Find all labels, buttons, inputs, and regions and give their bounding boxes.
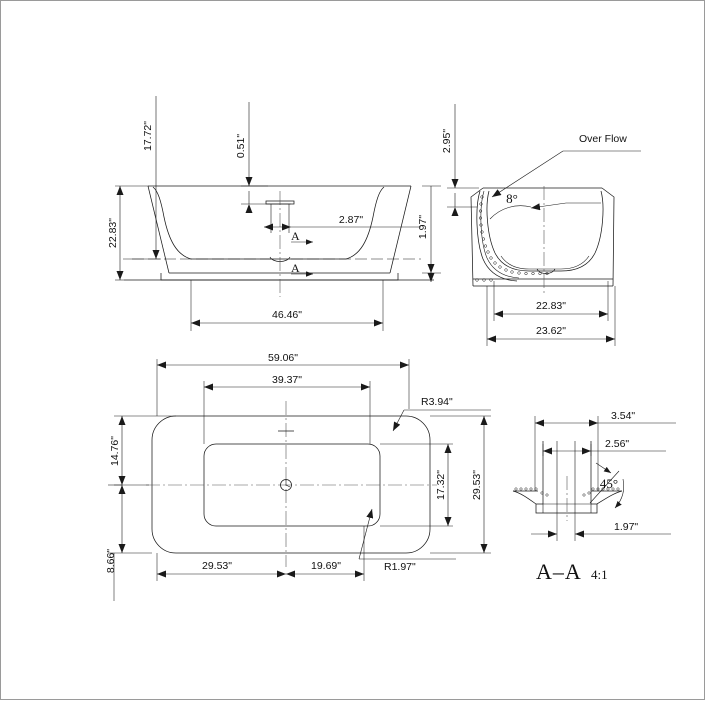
plan-drain-cross bbox=[285, 480, 291, 488]
side-section-view: 8° Over Flow 2.95" 1 bbox=[417, 104, 641, 346]
dim-label-2-87: 2.87" bbox=[339, 214, 363, 226]
dim-plan-width-29-53: 29.53" bbox=[430, 415, 491, 554]
plan-view: 59.06" 39.37" R3.94" R1.97" bbox=[105, 352, 491, 601]
dim-label-3-54: 3.54" bbox=[611, 410, 635, 422]
dim-side-angle-8deg: 8° bbox=[489, 191, 601, 220]
dim-front-deck-0-51: 0.51" bbox=[235, 102, 291, 213]
dim-plan-length-59-06: 59.06" bbox=[156, 352, 410, 416]
dim-label-14-76: 14.76" bbox=[109, 436, 121, 466]
radius-callout-r1-97: R1.97" bbox=[358, 508, 456, 573]
dim-section-1-97: 1.97" bbox=[531, 513, 671, 541]
dim-side-inner-22-83: 22.83" bbox=[493, 281, 609, 321]
dim-front-offset-2-87: 2.87" bbox=[264, 214, 421, 231]
dim-side-rim-2-95: 2.95" bbox=[441, 104, 479, 216]
dim-label-29-53-vertical: 29.53" bbox=[471, 470, 483, 500]
dim-plan-inner-width-17-32: 17.32" bbox=[380, 443, 453, 527]
dim-label-19-69: 19.69" bbox=[311, 560, 341, 572]
dim-side-drop-1-97: 1.97" bbox=[417, 185, 441, 282]
section-letter-a-bottom: A bbox=[291, 261, 300, 275]
dim-label-22-83-width: 22.83" bbox=[536, 300, 566, 312]
dim-plan-top-14-76: 14.76" bbox=[109, 415, 176, 486]
side-overflow-wall bbox=[475, 190, 549, 282]
radius-callout-r3-94: R3.94" bbox=[392, 396, 491, 432]
dim-label-17-72: 17.72" bbox=[142, 121, 154, 151]
front-tub-outline bbox=[124, 185, 434, 281]
radius-label-r1-97: R1.97" bbox=[384, 561, 416, 573]
dim-section-3-54: 3.54" bbox=[534, 410, 676, 491]
dim-label-59-06: 59.06" bbox=[268, 352, 298, 364]
dim-label-39-37: 39.37" bbox=[272, 374, 302, 386]
dim-label-2-95: 2.95" bbox=[441, 129, 453, 153]
section-letter-a-top: A bbox=[291, 229, 300, 243]
section-mark-a-lower: A bbox=[291, 261, 313, 277]
dim-label-8-66: 8.66" bbox=[105, 549, 117, 573]
overflow-label: Over Flow bbox=[579, 133, 627, 145]
section-mark-a-upper: A bbox=[291, 229, 313, 245]
dim-label-17-32: 17.32" bbox=[435, 470, 447, 500]
dim-section-2-56: 2.56" bbox=[542, 438, 666, 456]
plan-outer-outline bbox=[151, 415, 431, 554]
dim-label-46-46: 46.46" bbox=[272, 309, 302, 321]
plan-inner-outline bbox=[203, 443, 381, 527]
section-aa-detail: 3.54" 2.56" 45° bbox=[512, 410, 676, 584]
dim-label-1-97-side: 1.97" bbox=[417, 215, 429, 239]
dim-label-22-83-height: 22.83" bbox=[107, 218, 119, 248]
dim-front-base-46-46: 46.46" bbox=[190, 280, 384, 331]
front-elevation-view: 22.83" 17.72" 0.51" 2.87" bbox=[107, 96, 434, 331]
dim-label-2-56: 2.56" bbox=[605, 438, 629, 450]
dim-label-0-51: 0.51" bbox=[235, 134, 247, 158]
plan-drain-circle bbox=[280, 479, 292, 491]
dim-label-1-97-section: 1.97" bbox=[614, 521, 638, 533]
section-aa-label: A–A bbox=[536, 559, 582, 584]
dim-plan-drain-right-19-69: 19.69" bbox=[286, 526, 365, 581]
dim-plan-drain-left-29-53: 29.53" bbox=[156, 553, 286, 581]
dim-section-45deg: 45° bbox=[595, 462, 625, 509]
dim-label-29-53-horizontal: 29.53" bbox=[202, 560, 232, 572]
radius-label-r3-94: R3.94" bbox=[421, 396, 453, 408]
section-aa-scale: 4:1 bbox=[591, 567, 608, 582]
dim-label-45-degrees: 45° bbox=[600, 476, 618, 491]
dim-label-8-degrees: 8° bbox=[506, 191, 518, 206]
dim-front-height-22-83: 22.83" bbox=[107, 185, 148, 281]
overflow-callout: Over Flow bbox=[491, 133, 641, 198]
side-tub-outline bbox=[470, 187, 615, 287]
dim-plan-bottom-8-66: 8.66" bbox=[105, 484, 152, 601]
dim-side-outer-23-62: 23.62" bbox=[486, 286, 616, 346]
side-drain-detail bbox=[536, 268, 556, 274]
dim-front-inner-height-17-72: 17.72" bbox=[123, 96, 161, 260]
dim-label-23-62: 23.62" bbox=[536, 325, 566, 337]
dim-plan-inner-length-39-37: 39.37" bbox=[203, 374, 371, 444]
